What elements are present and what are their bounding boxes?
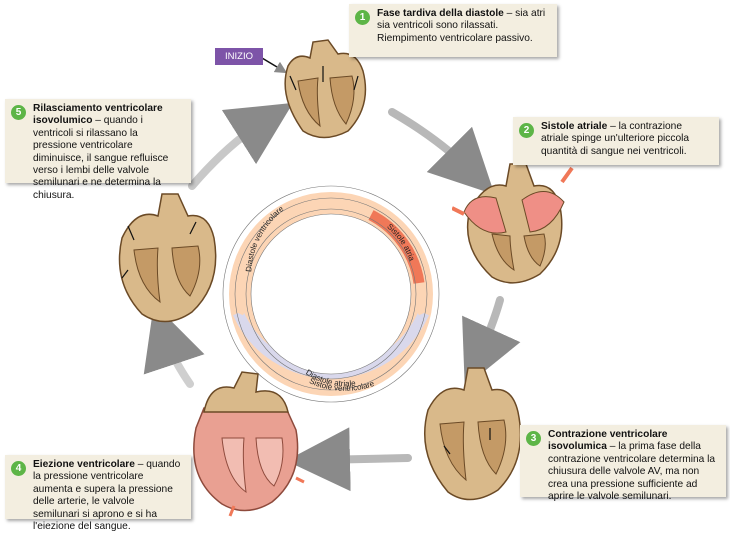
phase-title: Eiezione ventricolare <box>33 459 135 470</box>
phase-number-badge: 5 <box>11 105 26 120</box>
heart-ventricular-ejection-image <box>186 368 308 518</box>
heart-atrial-systole-image <box>452 152 578 292</box>
phase-card-1: 1 Fase tardiva della diastole – sia atri… <box>349 4 557 57</box>
phase-description: – quando i ventricoli si rilassano la pr… <box>33 115 168 200</box>
svg-text:Diastole ventricolare: Diastole ventricolare <box>244 204 286 272</box>
start-label: INIZIO <box>215 48 263 65</box>
heart-isovolumic-contraction-image <box>410 362 534 508</box>
phase-card-4: 4 Eiezione ventricolare – quando la pres… <box>5 455 191 519</box>
phase-title: Sistole atriale <box>541 121 607 132</box>
phase-card-2: 2 Sistole atriale – la contrazione atria… <box>513 117 719 165</box>
phase-number-badge: 4 <box>11 461 26 476</box>
phase-card-3: 3 Contrazione ventricolare isovolumica –… <box>520 425 726 497</box>
phase-card-5: 5 Rilasciamento ventricolare isovolumico… <box>5 99 191 183</box>
cardiac-cycle-diagram: Diastole ventricolare Sistole atriale Di… <box>0 0 730 522</box>
phase-number-badge: 3 <box>526 431 541 446</box>
heart-isovolumic-relaxation-image <box>108 186 228 332</box>
phase-number-badge: 1 <box>355 10 370 25</box>
phase-title: Fase tardiva della diastole <box>377 8 504 19</box>
phase-number-badge: 2 <box>519 123 534 138</box>
ring-label-ventricular-diastole: Diastole ventricolare <box>244 204 286 272</box>
